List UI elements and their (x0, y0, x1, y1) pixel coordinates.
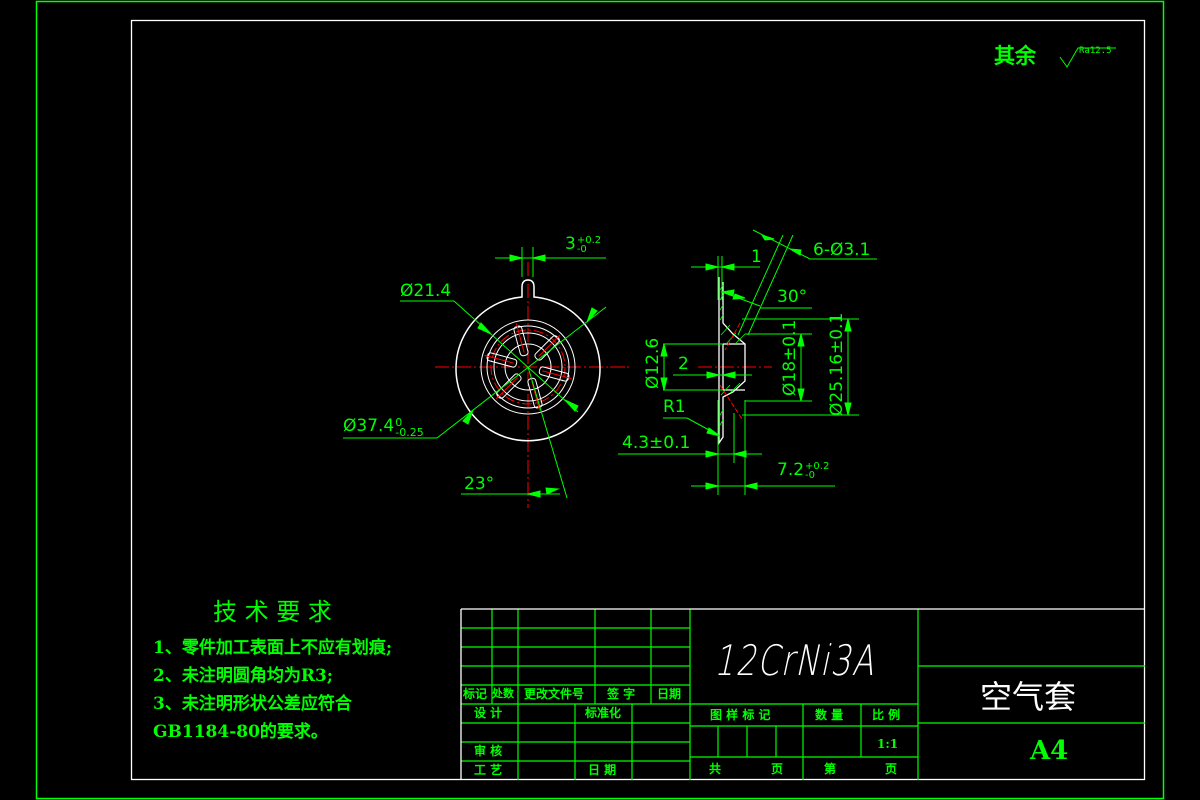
tb-scale-label: 比 例 (872, 708, 901, 722)
surface-finish-label: 其余 (994, 43, 1036, 68)
dim-step: 2 (678, 354, 689, 374)
tech-requirement-item: 3、未注明形状公差应符合 (153, 694, 352, 714)
tb-scale-value: 1:1 (877, 737, 899, 751)
dim-angle-30: 30° (777, 287, 808, 307)
surface-finish-symbol (1059, 47, 1116, 68)
dim-angle-23: 23° (464, 474, 495, 494)
hole-centerlines (484, 323, 572, 411)
dim-inner-diameter: Ø21.4 (400, 281, 452, 301)
section-view (610, 229, 877, 495)
surface-finish-value: Ra12.5 (1079, 46, 1112, 56)
tech-requirement-item: GB1184-80的要求。 (153, 722, 328, 742)
tb-material: 12CrNi3A (711, 636, 883, 685)
dim-wall: 1 (751, 247, 762, 267)
tb-quantity-label: 数 量 (815, 708, 844, 722)
dim-large-diameter: Ø25.16±0.1 (827, 312, 847, 416)
dim-bore-diameter: Ø12.6 (643, 337, 663, 389)
front-view (343, 247, 628, 508)
tb-review-label: 审 核 (474, 744, 503, 758)
tb-standardization-label: 标准化 (585, 706, 622, 720)
tb-signature-header: 签 字 (607, 687, 636, 701)
tech-requirement-item: 1、零件加工表面上不应有划痕; (153, 638, 393, 658)
tb-page-label: 页 (771, 762, 784, 776)
tb-count-header: 处数 (492, 687, 514, 700)
dim-radius: R1 (663, 397, 686, 417)
tb-mark-header: 标记 (463, 687, 488, 701)
outer-border (35, 0, 1165, 800)
tb-part-name: 空气套 (980, 678, 1077, 716)
dim-total-length: 7.2+0.2-0 (777, 460, 830, 481)
tb-drawing-mark-label: 图 样 标 记 (710, 708, 771, 722)
front-centerlines (435, 262, 628, 508)
tech-requirements-list: 1、零件加工表面上不应有划痕; 2、未注明圆角均为R3; 3、未注明形状公差应符… (153, 640, 392, 752)
tb-total-label: 共 (709, 762, 722, 776)
tb-design-label: 设 计 (474, 706, 503, 720)
tech-requirements-title: 技 术 要 求 (213, 598, 332, 626)
tb-sheet-label: 第 (824, 762, 837, 776)
tech-requirement-item: 2、未注明圆角均为R3; (153, 666, 334, 686)
dim-mid-diameter: Ø18±0.1 (780, 319, 800, 396)
outer-profile (455, 279, 601, 442)
dim-holes: 6-Ø3.1 (813, 240, 871, 260)
tb-change-doc-header: 更改文件号 (524, 687, 585, 701)
tb-date-header: 日期 (657, 687, 682, 701)
tb-paper-size: A4 (1030, 736, 1069, 766)
tb-process-label: 工 艺 (474, 763, 503, 777)
title-block-lines (461, 609, 1145, 780)
tb-sheet-page-label: 页 (885, 762, 898, 776)
dim-slot-width: 3+0.2-0 (565, 234, 602, 255)
inner-frame (130, 19, 1146, 781)
dim-flange-thickness: 4.3±0.1 (622, 433, 691, 453)
tb-date-label: 日 期 (588, 763, 617, 777)
